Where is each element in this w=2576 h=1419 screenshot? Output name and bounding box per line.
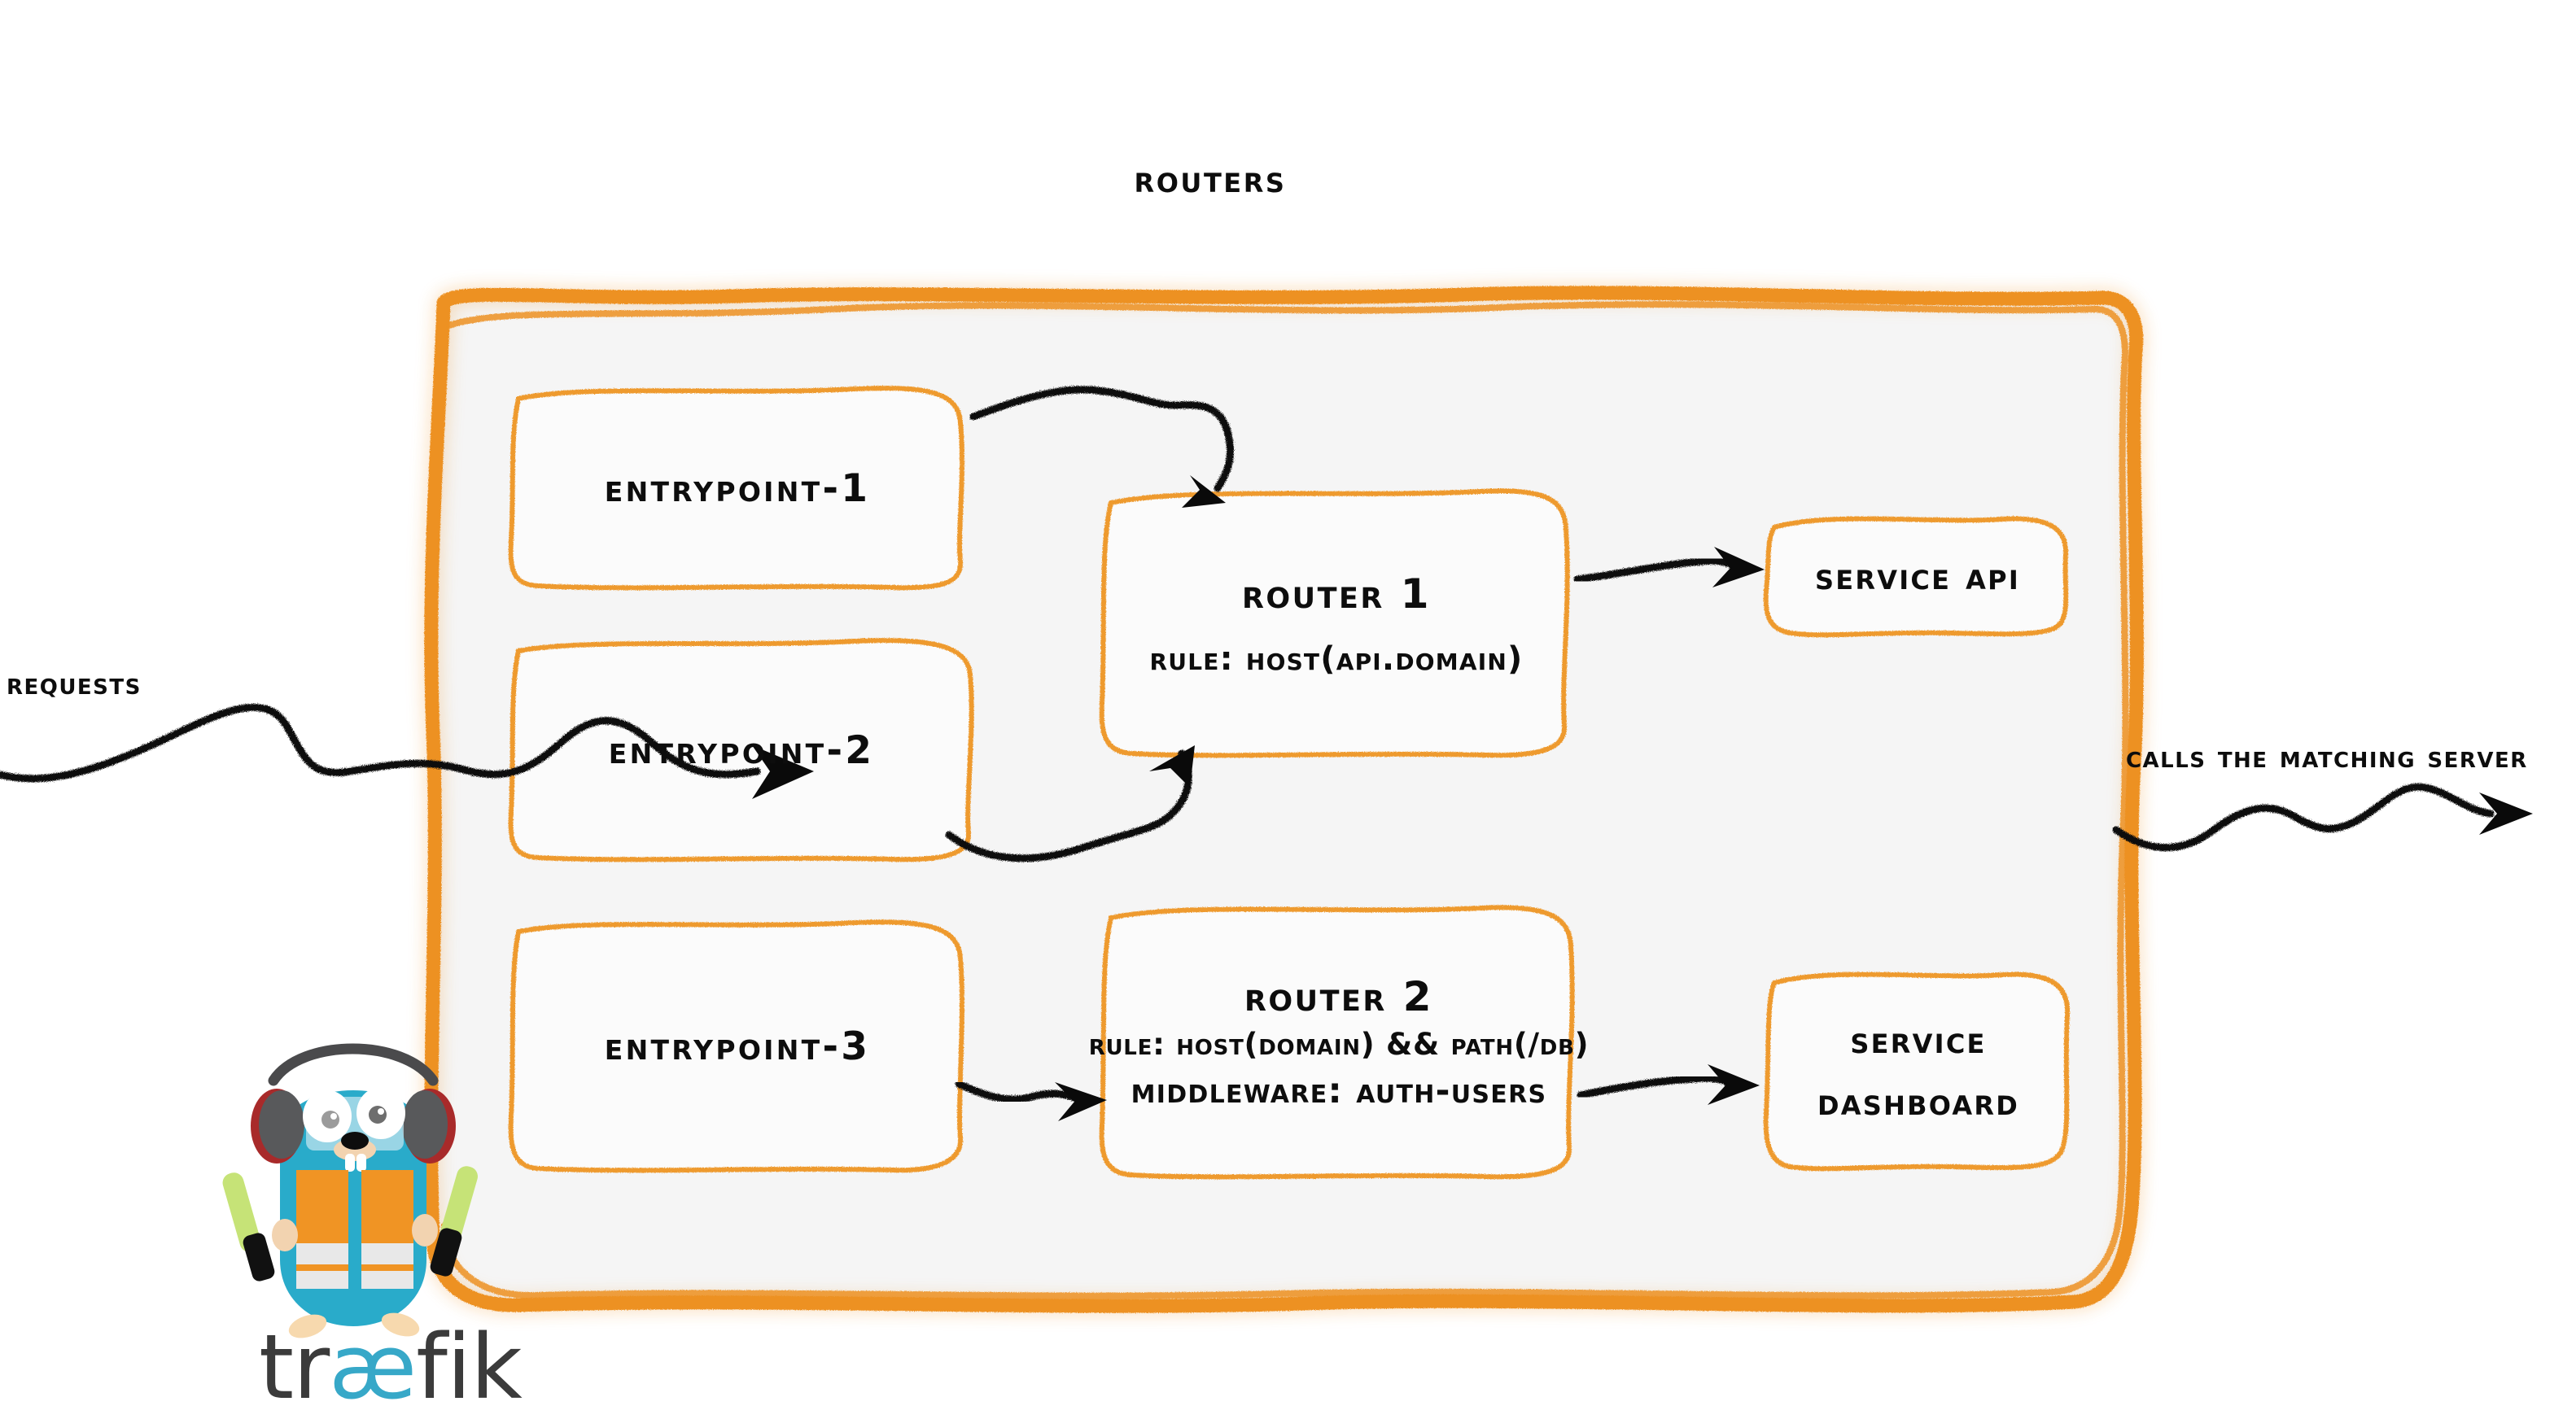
wand-right-icon bbox=[430, 1166, 478, 1277]
page-title: Routers bbox=[1134, 157, 1287, 201]
entrypoint-node-2[interactable]: entrypoint-2 bbox=[511, 641, 972, 861]
entrypoint-node-1[interactable]: entrypoint-1 bbox=[511, 389, 964, 589]
traefik-logo-wordmark: træfik bbox=[259, 1322, 523, 1412]
outgoing-label: Calls the matching server bbox=[2126, 740, 2528, 775]
entrypoint-node-3[interactable]: entrypoint-3 bbox=[511, 923, 964, 1172]
router-title-2: Router 2 bbox=[1244, 973, 1434, 1021]
requests-label: Requests bbox=[7, 666, 142, 701]
wordmark-suffix: fik bbox=[416, 1315, 523, 1419]
arrow-router2-servicedashboard bbox=[1577, 1064, 1760, 1105]
entrypoint-label-3: entrypoint-3 bbox=[604, 1024, 871, 1069]
headphone-right-icon bbox=[402, 1089, 456, 1164]
router-node-2[interactable]: Router 2 rule: Host(domain) && Path(/db)… bbox=[1089, 906, 1589, 1178]
service-node-api[interactable]: Service API bbox=[1766, 519, 2069, 635]
traefik-gopher-mascot bbox=[222, 1043, 478, 1338]
router-node-1[interactable]: Router 1 rule: Host(api.domain) bbox=[1102, 491, 1571, 757]
arrow-ep2-router1 bbox=[945, 745, 1195, 862]
router-rule-1: rule: Host(api.domain) bbox=[1149, 640, 1524, 678]
headphone-left-icon bbox=[251, 1089, 304, 1164]
arrow-router1-serviceapi bbox=[1573, 547, 1765, 587]
router-middleware-2: Middleware: auth-users bbox=[1131, 1070, 1547, 1111]
wordmark-ligature: æ bbox=[329, 1315, 417, 1419]
router-rule-2: rule: Host(domain) && Path(/db) bbox=[1088, 1027, 1590, 1063]
arrow-ep1-router1 bbox=[969, 386, 1235, 508]
wand-left-icon bbox=[222, 1172, 275, 1281]
router-title-1: Router 1 bbox=[1241, 570, 1432, 618]
service-label-dashboard-line1: Service bbox=[1850, 1018, 1987, 1062]
service-node-dashboard[interactable]: Service Dashboard bbox=[1766, 973, 2071, 1170]
entrypoint-label-2: entrypoint-2 bbox=[608, 727, 875, 773]
arrow-ep3-router2 bbox=[955, 1080, 1107, 1121]
arrow-outgoing bbox=[2112, 783, 2533, 852]
service-label-api: Service API bbox=[1814, 554, 2021, 598]
entrypoint-label-1: entrypoint-1 bbox=[604, 465, 871, 511]
wordmark-prefix: tr bbox=[259, 1315, 330, 1419]
service-label-dashboard-line2: Dashboard bbox=[1817, 1081, 2020, 1124]
